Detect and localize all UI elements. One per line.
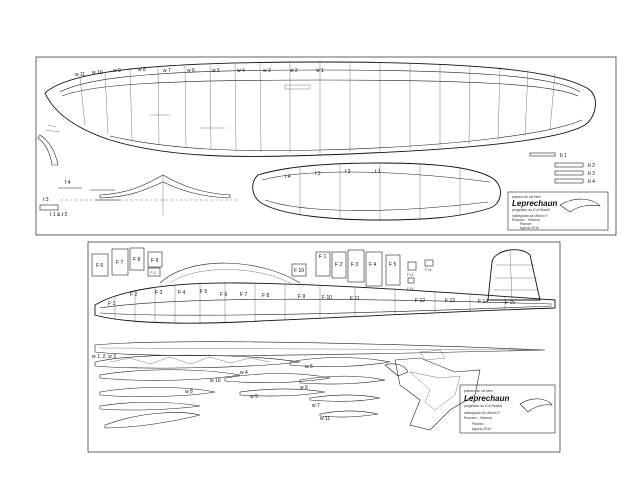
wing-plan: w 11 w 10 w 9 w 8 w 7 w 6 w 5 w 4 w 3 w … <box>44 60 596 157</box>
former-label: F 1 <box>319 254 326 260</box>
pylon-parts <box>384 349 481 431</box>
title-line1: planeur de vol libre <box>512 195 541 199</box>
former-label: F 15 <box>407 287 414 291</box>
title-line1: planeur de vol libre <box>464 389 493 393</box>
title-main: Leprechaun <box>464 394 509 403</box>
fuselage-station-label: F 3 <box>155 290 162 296</box>
former-label: F 14 <box>425 268 432 272</box>
small-rib-label: w 6 <box>300 385 308 391</box>
small-rib-label: w 10 <box>210 378 221 384</box>
part-label-f4: f 4 <box>65 180 71 186</box>
title-line5: Planum <box>472 422 484 426</box>
former-label: F 6 <box>96 263 103 269</box>
glider-logo-icon <box>519 398 553 413</box>
fuselage-station-label: F 5 <box>200 289 207 295</box>
fuselage-station-label: F 8 <box>262 293 269 299</box>
title-line3: ridisegnato da Vittorio F. <box>512 214 548 218</box>
title-line3: ridisegnato da Vittorio F. <box>464 411 500 415</box>
sheet-1: w 11 w 10 w 9 w 8 w 7 w 6 w 5 w 4 w 3 w … <box>35 56 617 236</box>
title-line2: progettato da G.a.Rinaldi <box>512 208 550 212</box>
rib-templates: w 1, 2, w 3 w 4 w 5 w 6 w 7 w 8 w 9 w 10… <box>92 354 391 429</box>
title-block-1: planeur de vol libre Leprechaun progetta… <box>507 191 609 231</box>
title-line6: Agosto 2010 <box>472 427 491 431</box>
stabilizer-plan: t 4 t 3 t 2 t 1 <box>252 162 501 221</box>
small-rib-label: w 9 <box>250 394 258 400</box>
former-label: F 13 <box>407 273 414 277</box>
spar-parts: b 1 b 2 b 3 b 4 <box>529 152 595 185</box>
title-line2: progettato da G.a.Rinaldi <box>464 404 502 408</box>
fuselage-station-label: F 11 <box>350 296 360 302</box>
wing-rib-label: w 9 <box>113 68 121 74</box>
wing-tip-detail <box>37 124 61 166</box>
part-label-t3: t 3 <box>43 197 49 203</box>
stab-rib-label: t 3 <box>315 171 321 177</box>
sheet-2: F 6 F 7 F 8 F 9 F 12 F 10 F 1 F 2 F 3 F … <box>87 241 561 453</box>
fuselage-station-label: F 10 <box>322 295 332 301</box>
former-label: F 9 <box>151 258 158 264</box>
wing-rib-label: w 8 <box>138 67 146 73</box>
fuselage-station-label: F 13 <box>445 298 455 304</box>
former-label: F 12 <box>150 271 157 275</box>
part-label-t1t2: t 1 & t 2 <box>50 212 67 218</box>
fuselage-station-label: F 4 <box>178 290 185 296</box>
wing-rib-label: w 10 <box>92 70 103 76</box>
small-rib-label: w 5 <box>305 364 313 370</box>
fuselage-station-label: F 14 <box>478 299 488 305</box>
part-label-b2: b 2 <box>588 163 595 169</box>
title-block-2: planeur de vol libre Leprechaun progetta… <box>459 384 556 434</box>
stab-rib-label: t 4 <box>285 174 291 180</box>
sheet-2-border <box>87 241 561 453</box>
fuselage-station-label: F 7 <box>240 292 247 298</box>
former-label: F 3 <box>351 262 358 268</box>
glider-logo-icon <box>559 198 601 213</box>
wing-rib-label: w 3 <box>263 68 271 74</box>
dihedral-brace <box>60 174 240 215</box>
stab-rib-label: t 2 <box>345 169 351 175</box>
former-label: F 4 <box>369 262 376 268</box>
wing-rib-label: w 5 <box>212 68 220 74</box>
wing-rib-label: w 7 <box>163 68 171 74</box>
fin-side-view <box>487 249 541 301</box>
part-label-b3: b 3 <box>588 171 595 177</box>
wing-rib-label: w 2 <box>290 68 298 74</box>
stab-rib-label: t 1 <box>375 169 381 175</box>
former-label: F 8 <box>133 257 140 263</box>
fuselage-station-label: F 6 <box>220 292 227 298</box>
small-rib-label: w 7 <box>312 403 320 409</box>
fuselage-station-label: F 2 <box>130 292 137 298</box>
title-line5: Planum <box>520 222 532 226</box>
fuselage-side-view: F 1 F 2 F 3 F 4 F 5 F 6 F 7 F 8 F 9 F 10… <box>94 262 556 324</box>
fuselage-station-label: F 15 <box>505 300 515 306</box>
wing-rib-label: w 4 <box>237 68 245 74</box>
fuselage-station-label: F 9 <box>298 294 305 300</box>
wing-rib-label: w 1 <box>316 68 324 74</box>
wing-ribs <box>79 62 556 153</box>
small-rib-label: w 4 <box>240 370 248 376</box>
title-main: Leprechaun <box>512 199 557 208</box>
small-parts: f 4 t 3 t 1 & t 2 <box>39 180 120 218</box>
wing-rib-label: w 6 <box>187 68 195 74</box>
title-line4: Romano - Vicenza <box>512 218 540 222</box>
former-label: F 10 <box>294 268 304 274</box>
part-label-b4: b 4 <box>588 179 595 185</box>
wing-rib-labels: w 11 w 10 w 9 w 8 w 7 w 6 w 5 w 4 w 3 w … <box>75 67 324 78</box>
wing-rib-tag: w 1, 2, w 3 <box>92 354 116 360</box>
small-rib-label: w 8 <box>185 389 193 395</box>
title-line4: Romano - Vicenza <box>464 416 492 420</box>
fuselage-station-label: F 12 <box>415 298 425 304</box>
part-label-b1: b 1 <box>560 153 567 159</box>
former-label: F 7 <box>116 260 123 266</box>
wing-rib-label: w 11 <box>75 72 85 78</box>
fuselage-station-label: F 1 <box>108 301 115 307</box>
title-line6: Agosto 2010 <box>520 226 539 230</box>
small-rib-label: w 11 <box>320 416 330 422</box>
former-label: F 2 <box>335 262 342 268</box>
former-label: F 5 <box>389 262 396 268</box>
former-parts: F 6 F 7 F 8 F 9 F 12 F 10 F 1 F 2 F 3 F … <box>91 247 434 291</box>
